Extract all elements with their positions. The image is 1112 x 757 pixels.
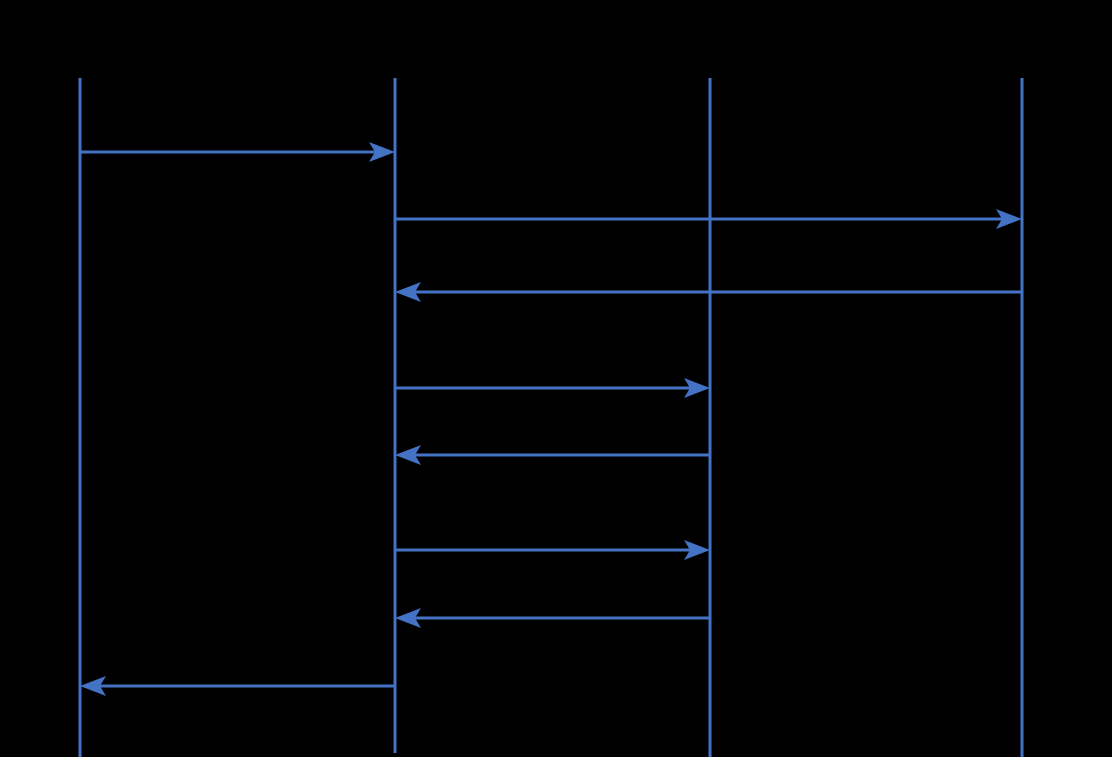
message-arrow: [395, 608, 710, 628]
arrowhead-icon: [80, 676, 106, 696]
message-arrow: [395, 282, 1022, 302]
message-arrow: [395, 209, 1022, 229]
message-arrow: [80, 676, 395, 696]
message-arrow: [395, 378, 710, 398]
arrowhead-icon: [395, 445, 421, 465]
message-arrow: [80, 142, 395, 162]
message-arrow: [395, 540, 710, 560]
arrowhead-icon: [369, 142, 395, 162]
arrowhead-icon: [684, 378, 710, 398]
arrowhead-icon: [996, 209, 1022, 229]
message-arrow: [395, 445, 710, 465]
arrowhead-icon: [395, 608, 421, 628]
arrowhead-icon: [684, 540, 710, 560]
arrowhead-icon: [395, 282, 421, 302]
